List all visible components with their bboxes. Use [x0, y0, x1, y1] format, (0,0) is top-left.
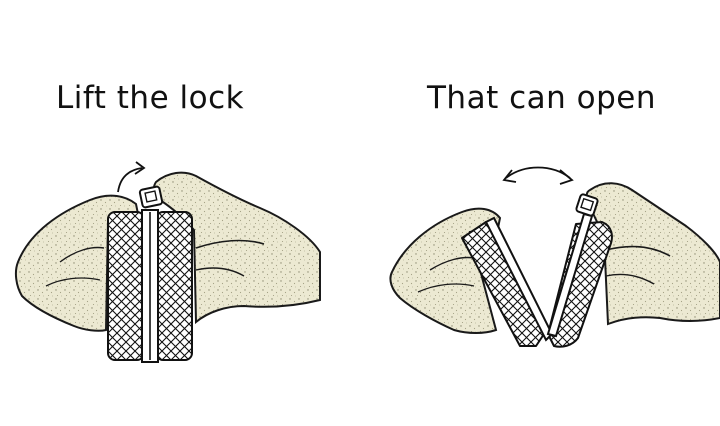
caption-that-can-open: That can open	[427, 80, 656, 116]
open-tape-left	[461, 221, 549, 347]
zipper-tape-right	[155, 211, 193, 361]
left-hand-right	[152, 171, 321, 325]
lock-tab-icon	[138, 185, 164, 209]
curved-arrow-icon	[117, 161, 146, 193]
caption-lift-the-lock: Lift the lock	[56, 80, 245, 116]
lock-tab-icon	[575, 193, 599, 217]
double-headed-arc-arrow-icon	[502, 166, 574, 185]
open-tape-right	[547, 221, 613, 348]
right-panel	[389, 166, 720, 348]
left-panel	[14, 161, 321, 363]
zipper-tape-left	[107, 211, 145, 361]
right-hand-left	[389, 207, 502, 334]
